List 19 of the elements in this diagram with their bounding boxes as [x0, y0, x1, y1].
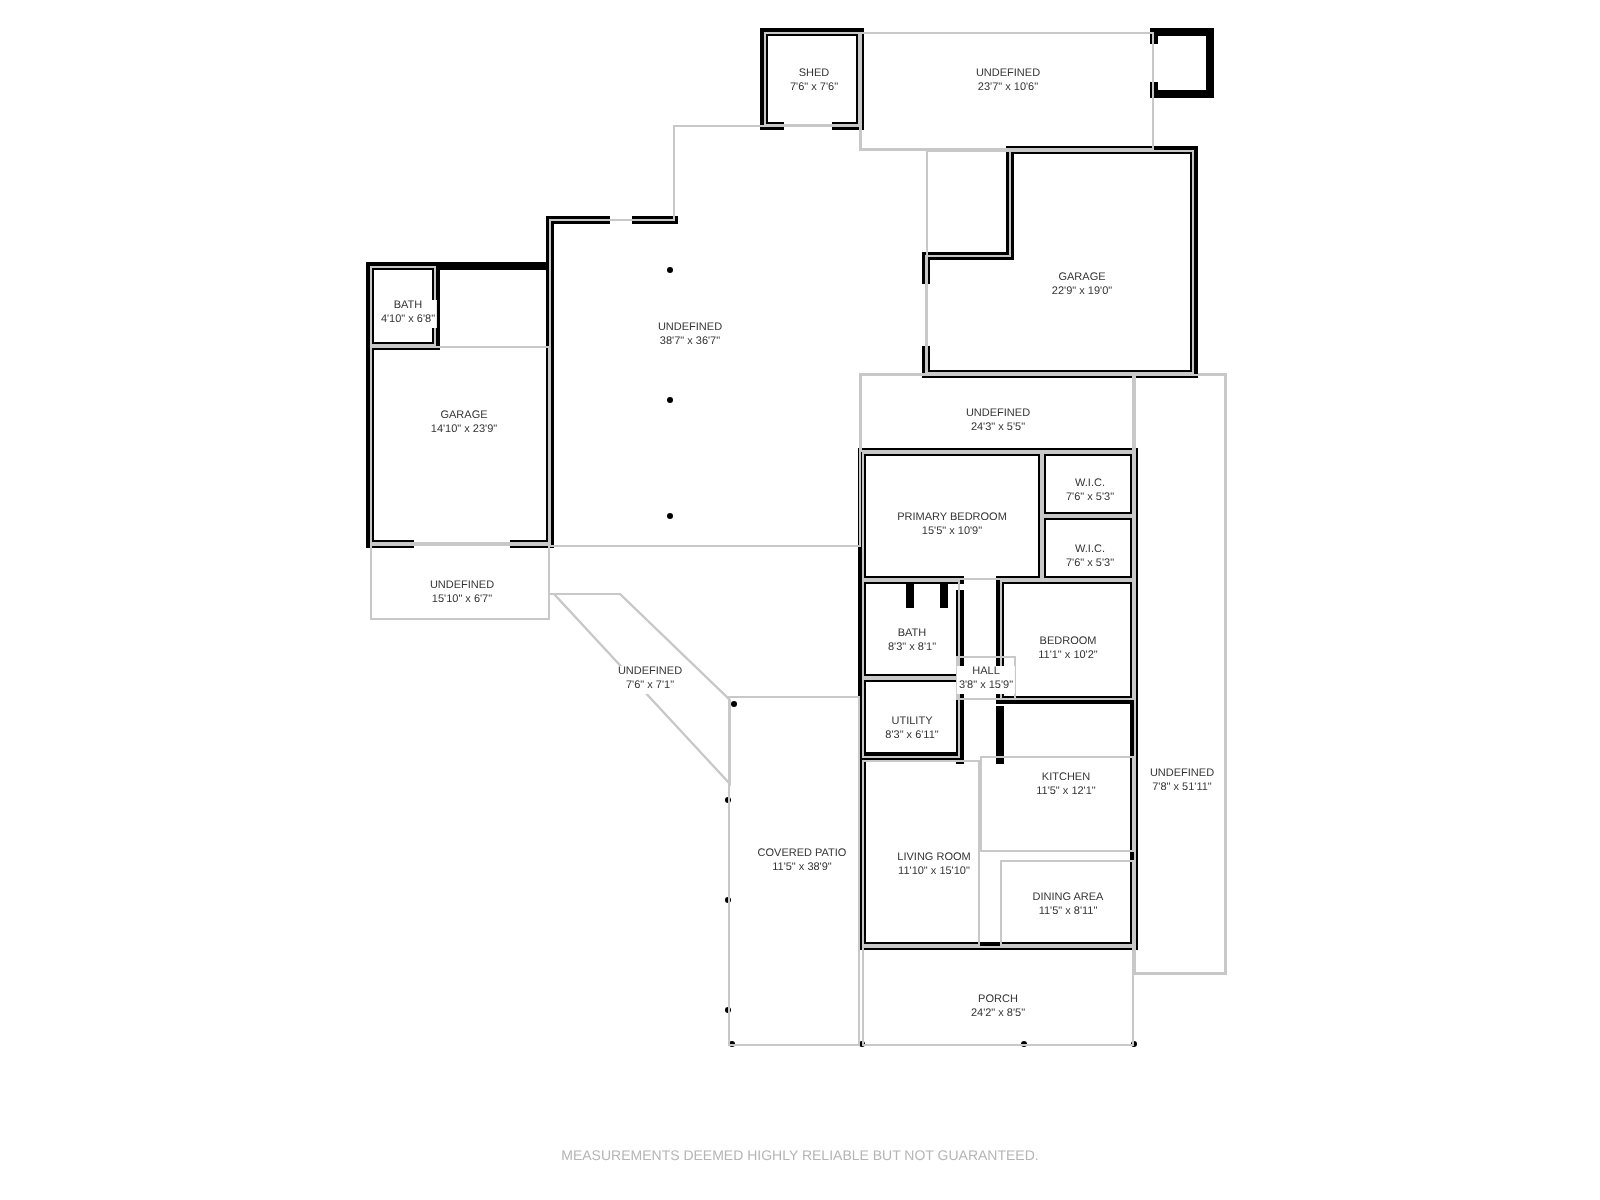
- room-area: [1042, 452, 1134, 516]
- room-area: [554, 594, 730, 784]
- room-area: [860, 374, 1134, 452]
- room-area: [862, 946, 1134, 1046]
- room-area: [862, 678, 960, 758]
- room-area: [926, 150, 1194, 374]
- room-area: [370, 266, 436, 346]
- room-area: [764, 32, 860, 126]
- room-area: [860, 32, 1154, 150]
- room-area: [1000, 860, 1134, 946]
- room-area: [728, 696, 860, 1046]
- room-area: [1042, 516, 1134, 580]
- room-area: [862, 452, 1042, 580]
- room-area: [980, 756, 1134, 852]
- room-area: [370, 346, 550, 544]
- room-area: [956, 656, 1016, 700]
- room-area: [862, 760, 980, 946]
- room-area: [370, 544, 550, 620]
- room-area: [862, 580, 960, 678]
